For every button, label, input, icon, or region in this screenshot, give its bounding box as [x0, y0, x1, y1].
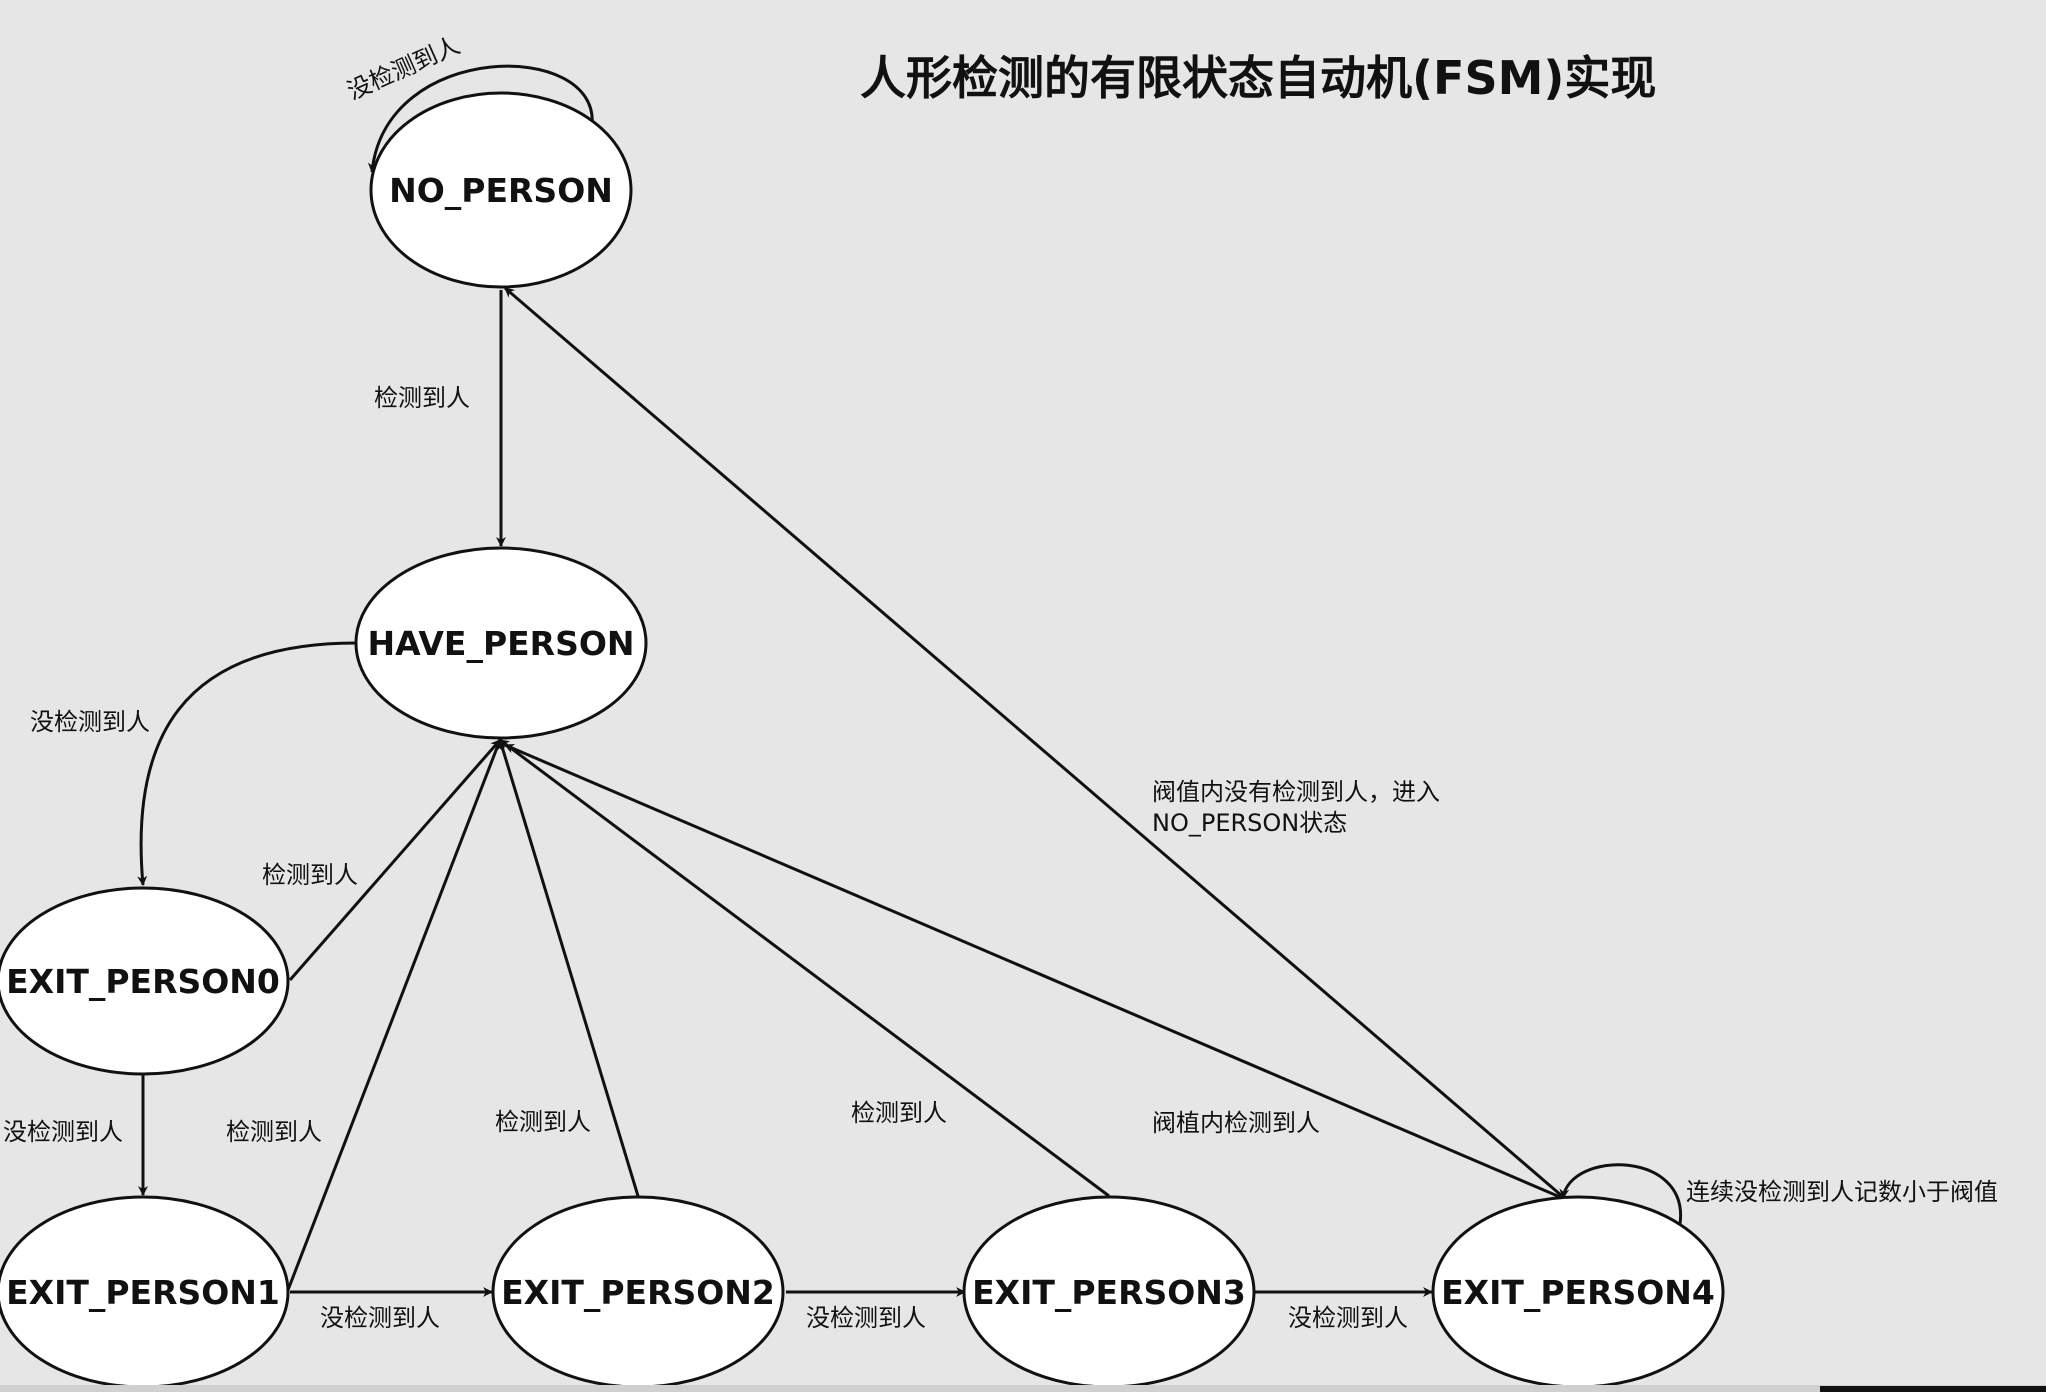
edge-label-no-person-self: 没检测到人 — [343, 31, 464, 105]
edge-label-exit4-to-no-person-1: 阀值内没有检测到人，进入 — [1152, 778, 1440, 806]
edge-label-exit3-to-exit4: 没检测到人 — [1288, 1304, 1408, 1332]
edge-label-exit1-to-have: 检测到人 — [226, 1118, 322, 1146]
edge-label-exit0-to-exit1: 没检测到人 — [3, 1118, 123, 1146]
diagram-title: 人形检测的有限状态自动机(FSM)实现 — [860, 51, 1656, 105]
state-label: EXIT_PERSON0 — [6, 962, 280, 1001]
bottom-edge-strip-dark — [1820, 1386, 2046, 1392]
edge-exit4-to-have — [504, 743, 1561, 1199]
state-exit-person4[interactable]: EXIT_PERSON4 — [1431, 1195, 1725, 1389]
edge-no-person-self — [367, 64, 594, 173]
state-have-person[interactable]: HAVE_PERSON — [354, 546, 648, 740]
edge-have-to-exit0 — [137, 641, 357, 886]
edge-label-exit0-to-have: 检测到人 — [262, 861, 358, 889]
edge-label-exit4-self: 连续没检测到人记数小于阀值 — [1686, 1178, 1998, 1206]
edge-label-exit1-to-exit2: 没检测到人 — [320, 1304, 440, 1332]
state-exit-person2[interactable]: EXIT_PERSON2 — [491, 1195, 785, 1389]
edge-label-have-to-exit0: 没检测到人 — [30, 708, 150, 736]
state-exit-person0[interactable]: EXIT_PERSON0 — [0, 886, 290, 1076]
state-label: HAVE_PERSON — [367, 624, 634, 663]
state-label: NO_PERSON — [389, 171, 613, 210]
edge-label-exit2-to-have: 检测到人 — [495, 1108, 591, 1136]
state-label: EXIT_PERSON4 — [1441, 1273, 1715, 1312]
state-exit-person3[interactable]: EXIT_PERSON3 — [962, 1195, 1256, 1389]
edge-label-exit4-to-no-person-2: NO_PERSON状态 — [1152, 809, 1347, 837]
state-label: EXIT_PERSON1 — [6, 1273, 280, 1312]
state-no-person[interactable]: NO_PERSON — [369, 91, 633, 289]
edge-exit0-to-have — [288, 739, 502, 981]
edge-label-exit2-to-exit3: 没检测到人 — [806, 1304, 926, 1332]
bottom-edge-strip — [0, 1385, 2046, 1392]
edge-exit1-to-have — [286, 739, 502, 1291]
edge-label-no-to-have: 检测到人 — [374, 384, 470, 412]
edge-exit4-self — [1559, 1163, 1682, 1225]
edge-label-exit4-to-have: 阀植内检测到人 — [1152, 1109, 1320, 1137]
state-label: EXIT_PERSON3 — [972, 1273, 1246, 1312]
edge-exit3-to-have — [499, 738, 1110, 1198]
state-label: EXIT_PERSON2 — [501, 1273, 775, 1312]
state-exit-person1[interactable]: EXIT_PERSON1 — [0, 1195, 290, 1389]
edge-exit2-to-have — [497, 739, 640, 1197]
edge-label-exit3-to-have: 检测到人 — [851, 1099, 947, 1127]
edge-exit4-to-no-person — [504, 286, 1563, 1198]
